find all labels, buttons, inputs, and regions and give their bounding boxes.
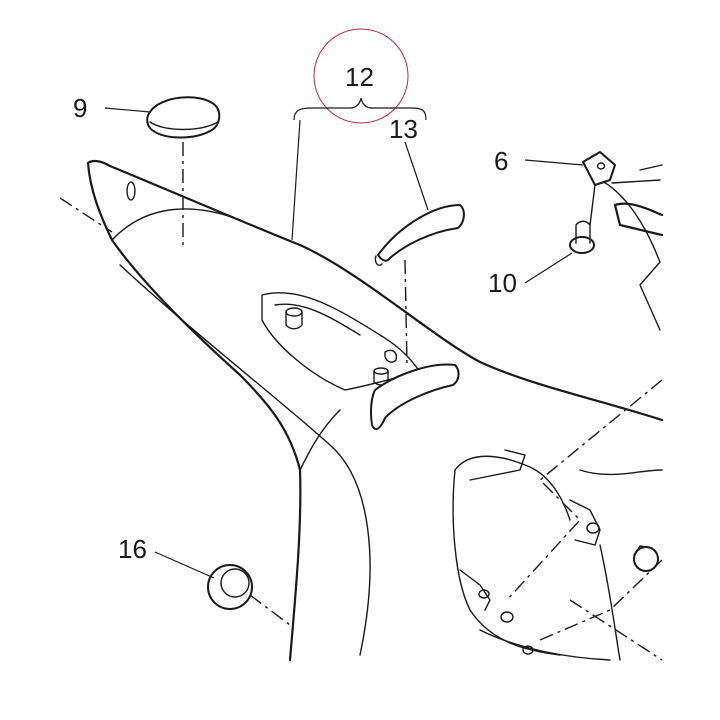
part-6-bracket xyxy=(582,151,616,226)
label-12: 12 xyxy=(345,62,374,92)
highlight-circle xyxy=(313,28,409,124)
label-6: 6 xyxy=(494,146,508,176)
label-16: 16 xyxy=(118,534,147,564)
label-10: 10 xyxy=(488,268,517,298)
part-10-screw xyxy=(569,220,595,254)
center-lines xyxy=(59,197,663,661)
part-13-pad xyxy=(374,204,465,366)
leader-lines xyxy=(104,97,584,579)
part-9-cap xyxy=(146,96,221,245)
label-13: 13 xyxy=(389,114,418,144)
label-9: 9 xyxy=(73,93,87,123)
rubber-mount xyxy=(633,545,659,572)
installed-pad xyxy=(370,363,460,430)
part-16-grommet xyxy=(207,564,291,626)
frame-rail xyxy=(599,164,664,331)
